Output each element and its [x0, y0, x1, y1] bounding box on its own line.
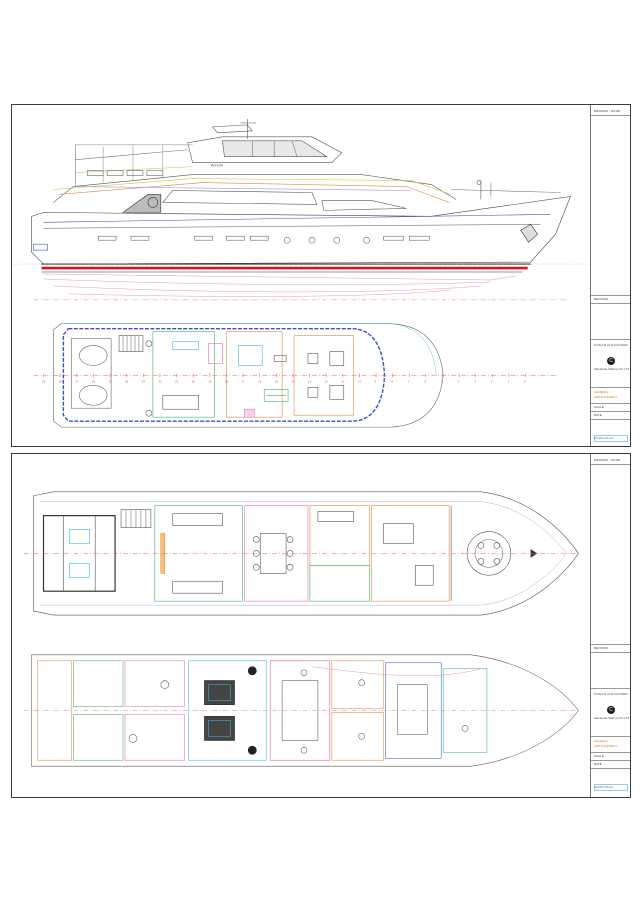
company-name: Alexander Marine CO.,LTD	[594, 716, 629, 720]
station-number: 2	[491, 379, 493, 383]
station-number: 25	[109, 379, 113, 383]
station-number: 29	[42, 379, 46, 383]
sheet1-drawing: WJ100	[13, 118, 589, 428]
station-number: 26	[92, 379, 96, 383]
station-number: 13	[308, 379, 312, 383]
title-line-1: GENERAL	[594, 739, 609, 743]
project-name: OCEAN ALEXANDER	[594, 692, 629, 696]
station-number: 14	[291, 379, 295, 383]
title-line-1: GENERAL	[594, 390, 609, 394]
station-number: 17	[242, 379, 246, 383]
lower-deck-plan	[23, 654, 581, 767]
drawing-sheet-1: WJ100	[11, 104, 631, 447]
station-number: 22	[158, 379, 162, 383]
station-number: 24	[125, 379, 129, 383]
station-number: 9	[375, 379, 377, 383]
date-label: DATE	[594, 413, 602, 417]
station-number: 11	[341, 379, 344, 383]
station-number: 6	[424, 379, 426, 383]
station-number: 28	[59, 379, 63, 383]
station-number: 16	[258, 379, 262, 383]
company-logo: C	[607, 706, 615, 714]
drawing-number: DRAWING : WJ100	[594, 109, 621, 113]
station-number: 12	[325, 379, 329, 383]
side-profile	[13, 118, 589, 301]
company-name: Alexander Marine CO.,LTD	[594, 367, 629, 371]
sheet2-drawing	[23, 491, 581, 767]
drawing-number: DRAWING : WJ100	[594, 458, 621, 462]
document-number: WJ100-GA-01	[594, 436, 614, 440]
title-block-1: DRAWING : WJ100 REVISION OCEAN ALEXANDER…	[590, 105, 630, 446]
station-number: 8	[391, 379, 393, 383]
station-number: 15	[275, 379, 279, 383]
revision-label: REVISION	[594, 297, 609, 301]
station-number: 7	[408, 379, 410, 383]
station-number: 19	[208, 379, 212, 383]
date-label: DATE	[594, 762, 602, 766]
station-number: 0	[524, 379, 526, 383]
deck-plan	[33, 323, 556, 428]
title-line-2: ARRANGEMENT	[594, 395, 618, 399]
station-number: 21	[175, 379, 179, 383]
station-number: 23	[142, 379, 146, 383]
station-number: 5	[441, 379, 443, 383]
station-number: 27	[75, 379, 79, 383]
title-block-2: DRAWING : WJ100 REVISION OCEAN ALEXANDER…	[590, 454, 630, 797]
scale-label: SCALE	[594, 405, 604, 409]
title-line-2: ARRANGEMENT	[594, 744, 618, 748]
station-number: 3	[474, 379, 476, 383]
station-number: 4	[458, 379, 460, 383]
project-name: OCEAN ALEXANDER	[594, 343, 629, 347]
drawing-sheet-2: DRAWING : WJ100 REVISION OCEAN ALEXANDER…	[11, 453, 631, 798]
revision-label: REVISION	[594, 646, 609, 650]
station-number: 10	[358, 379, 362, 383]
company-logo: C	[607, 357, 615, 365]
station-number: 20	[192, 379, 196, 383]
main-deck-plan	[23, 491, 581, 616]
document-number: WJ100-GA-02	[594, 785, 614, 789]
scale-label: SCALE	[594, 754, 604, 758]
station-number: 18	[225, 379, 229, 383]
model-label: WJ100	[211, 163, 224, 168]
station-number: 1	[508, 379, 510, 383]
